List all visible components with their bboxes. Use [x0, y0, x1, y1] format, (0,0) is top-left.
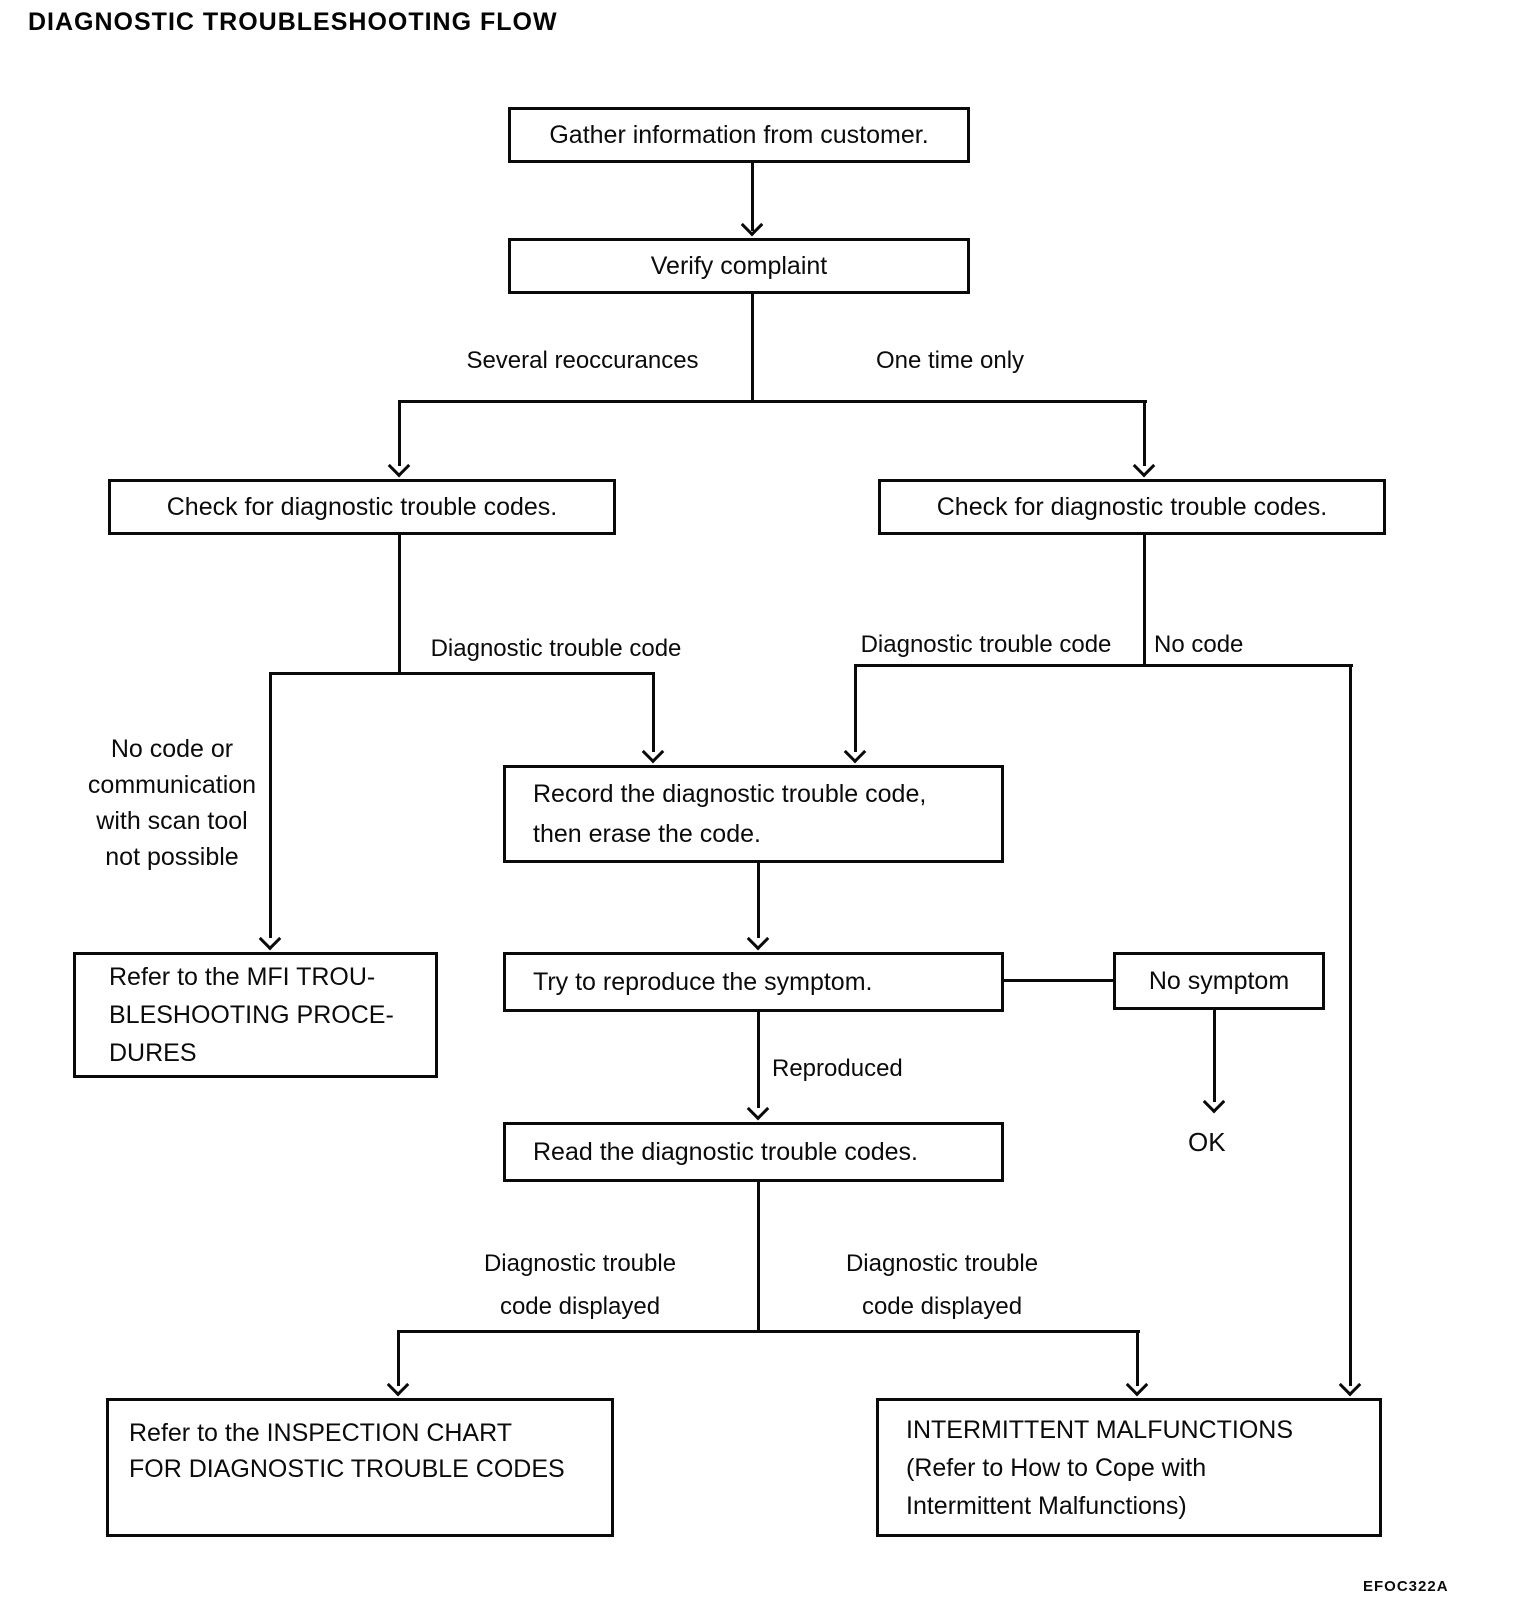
node-record-erase-code: Record the diagnostic trouble code, then…	[503, 765, 1004, 863]
arrowhead-into-inspection	[386, 1373, 410, 1397]
arrowhead-into-intermittent-right	[1338, 1373, 1362, 1397]
edge-verify-to-split	[751, 294, 754, 403]
edge-gather-to-verify	[751, 163, 754, 231]
node-mfi-procedures: Refer to the MFI TROU- BLESHOOTING PROCE…	[73, 952, 438, 1078]
label-no-code: No code	[1154, 631, 1244, 658]
edge-right-to-record	[854, 664, 857, 752]
edge-bottom-split	[398, 1330, 1140, 1333]
node-check-codes-right: Check for diagnostic trouble codes.	[878, 479, 1386, 535]
edge-try-to-read	[757, 1012, 760, 1108]
node-no-symptom: No symptom	[1113, 952, 1325, 1010]
arrowhead-into-intermittent-left	[1125, 1373, 1149, 1397]
edge-to-mfi	[269, 672, 272, 938]
arrowhead-into-mfi	[258, 927, 282, 951]
edge-check-right-down	[1143, 535, 1146, 667]
page-title: DIAGNOSTIC TROUBLESHOOTING FLOW	[28, 8, 558, 36]
edge-to-intermittent	[1136, 1330, 1139, 1386]
edge-record-to-try	[757, 863, 760, 938]
edge-read-down	[757, 1182, 760, 1333]
edge-split-to-check-right	[1143, 400, 1146, 466]
arrowhead-into-record-right	[843, 740, 867, 764]
edge-to-inspection	[397, 1330, 400, 1386]
arrowhead-into-ok	[1202, 1090, 1226, 1114]
label-dtc-displayed-right: Diagnostic trouble code displayed	[845, 1250, 1039, 1320]
figure-code: EFOC322A	[1363, 1578, 1449, 1595]
arrowhead-into-read	[746, 1097, 770, 1121]
arrowhead-into-check-right	[1132, 454, 1156, 478]
edge-no-symptom-to-ok	[1213, 1010, 1216, 1102]
label-dtc-left: Diagnostic trouble code	[430, 635, 682, 662]
edge-split-to-check-left	[398, 400, 401, 466]
edge-left-to-record	[652, 672, 655, 752]
edge-top-split	[399, 400, 1147, 403]
node-intermittent-malfunctions: INTERMITTENT MALFUNCTIONS (Refer to How …	[876, 1398, 1382, 1537]
edge-try-to-no-symptom	[1004, 979, 1113, 982]
node-read-codes: Read the diagnostic trouble codes.	[503, 1122, 1004, 1182]
edge-no-code-long	[1349, 664, 1352, 1386]
node-gather-information: Gather information from customer.	[508, 107, 970, 163]
edge-left-dtc-split	[269, 672, 655, 675]
arrowhead-into-verify	[740, 213, 764, 237]
arrowhead-into-check-left	[387, 454, 411, 478]
node-verify-complaint: Verify complaint	[508, 238, 970, 294]
label-no-code-or-communication: No code or communication with scan tool …	[87, 735, 257, 871]
label-reproduced: Reproduced	[772, 1055, 903, 1082]
arrowhead-into-try	[746, 927, 770, 951]
label-ok: OK	[1188, 1127, 1226, 1157]
edge-right-dtc-split	[855, 664, 1353, 667]
arrowhead-into-record-left	[641, 740, 665, 764]
label-several-reoccurances: Several reoccurances	[466, 347, 699, 374]
edge-check-left-down	[398, 535, 401, 675]
node-try-reproduce: Try to reproduce the symptom.	[503, 952, 1004, 1012]
label-dtc-right: Diagnostic trouble code	[860, 631, 1112, 658]
node-check-codes-left: Check for diagnostic trouble codes.	[108, 479, 616, 535]
label-one-time-only: One time only	[875, 347, 1025, 374]
node-inspection-chart: Refer to the INSPECTION CHART FOR DIAGNO…	[106, 1398, 614, 1537]
label-dtc-displayed-left: Diagnostic trouble code displayed	[483, 1250, 677, 1320]
